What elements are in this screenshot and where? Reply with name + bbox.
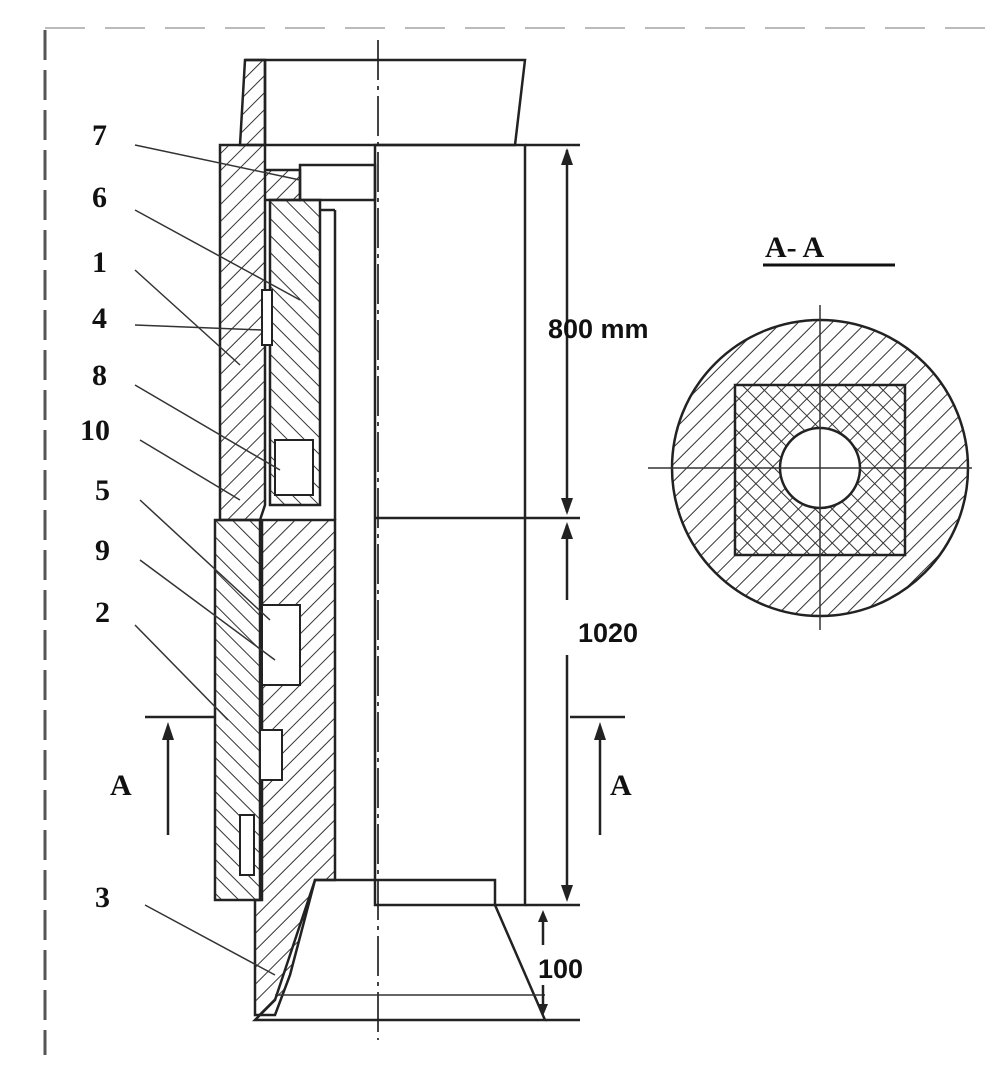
part-label-10: 10 bbox=[80, 414, 110, 447]
seal-4 bbox=[261, 289, 273, 346]
dimension-100: 100 bbox=[538, 954, 583, 984]
part-label-9: 9 bbox=[95, 534, 110, 567]
section-title: A- A bbox=[765, 231, 825, 264]
slot bbox=[259, 729, 283, 781]
leader-lines bbox=[134, 144, 301, 976]
part-label-3: 3 bbox=[95, 881, 110, 914]
packing-8 bbox=[274, 439, 314, 496]
dimension-arrows bbox=[538, 148, 573, 1016]
dimension-1020: 1020 bbox=[578, 618, 638, 648]
section-mark-left: A bbox=[110, 769, 132, 802]
part-label-7: 7 bbox=[92, 119, 107, 152]
mandrel-body bbox=[373, 143, 527, 907]
seal-lower bbox=[239, 814, 255, 876]
section-arrow-left bbox=[162, 722, 174, 740]
dimension-800: 800 mm bbox=[548, 314, 649, 344]
part-label-2: 2 bbox=[95, 596, 110, 629]
part-label-6: 6 bbox=[92, 181, 107, 214]
part-label-1: 1 bbox=[92, 246, 107, 279]
ring-7 bbox=[298, 163, 377, 202]
part-label-8: 8 bbox=[92, 359, 107, 392]
top-cap bbox=[245, 58, 527, 147]
part-label-5: 5 bbox=[95, 474, 110, 507]
dimension-lines bbox=[525, 143, 580, 1022]
top-cap-wall bbox=[238, 58, 267, 147]
part-label-4: 4 bbox=[92, 302, 107, 335]
section-arrow-right bbox=[594, 722, 606, 740]
section-mark-lines bbox=[145, 715, 625, 835]
section-mark-right: A bbox=[610, 769, 632, 802]
